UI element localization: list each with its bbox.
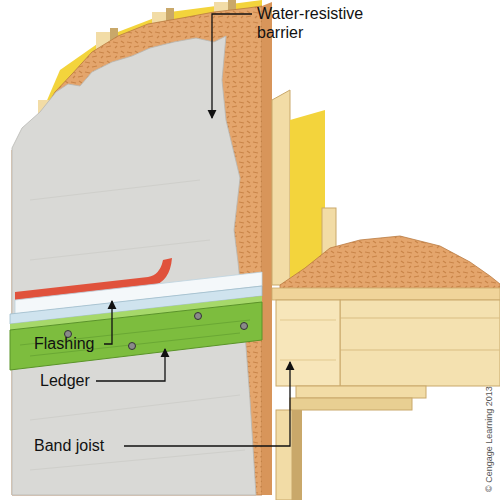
subfloor bbox=[280, 236, 500, 290]
sill-plate bbox=[296, 386, 426, 398]
watermark: © Cengage Learning 2013 bbox=[484, 386, 494, 492]
sheathing-edge bbox=[262, 2, 272, 495]
ledger bbox=[10, 302, 262, 370]
ledger-bolt bbox=[195, 313, 202, 320]
part-label: Flashing bbox=[34, 334, 114, 353]
leader-line bbox=[96, 349, 165, 381]
top-plate bbox=[290, 398, 412, 410]
leader-line bbox=[104, 301, 112, 344]
band-joist bbox=[276, 300, 340, 386]
subfloor-edge bbox=[272, 288, 500, 300]
joist-grain bbox=[340, 318, 500, 350]
stud-side bbox=[292, 410, 302, 500]
part-label: Ledger bbox=[40, 371, 110, 390]
floor-joist bbox=[340, 300, 500, 386]
ledger-grain bbox=[20, 320, 250, 356]
leader-line bbox=[124, 362, 290, 446]
part-label: Band joist bbox=[34, 436, 134, 455]
water-resistive-barrier bbox=[12, 36, 256, 495]
leader-line bbox=[212, 14, 252, 118]
band-joist-grain bbox=[280, 320, 336, 360]
ledger-bolt bbox=[241, 323, 248, 330]
stud bbox=[272, 90, 290, 285]
osb-sheathing bbox=[12, 6, 262, 495]
part-label: Water-resistive barrier bbox=[257, 4, 392, 42]
ledger-bolt bbox=[129, 343, 136, 350]
